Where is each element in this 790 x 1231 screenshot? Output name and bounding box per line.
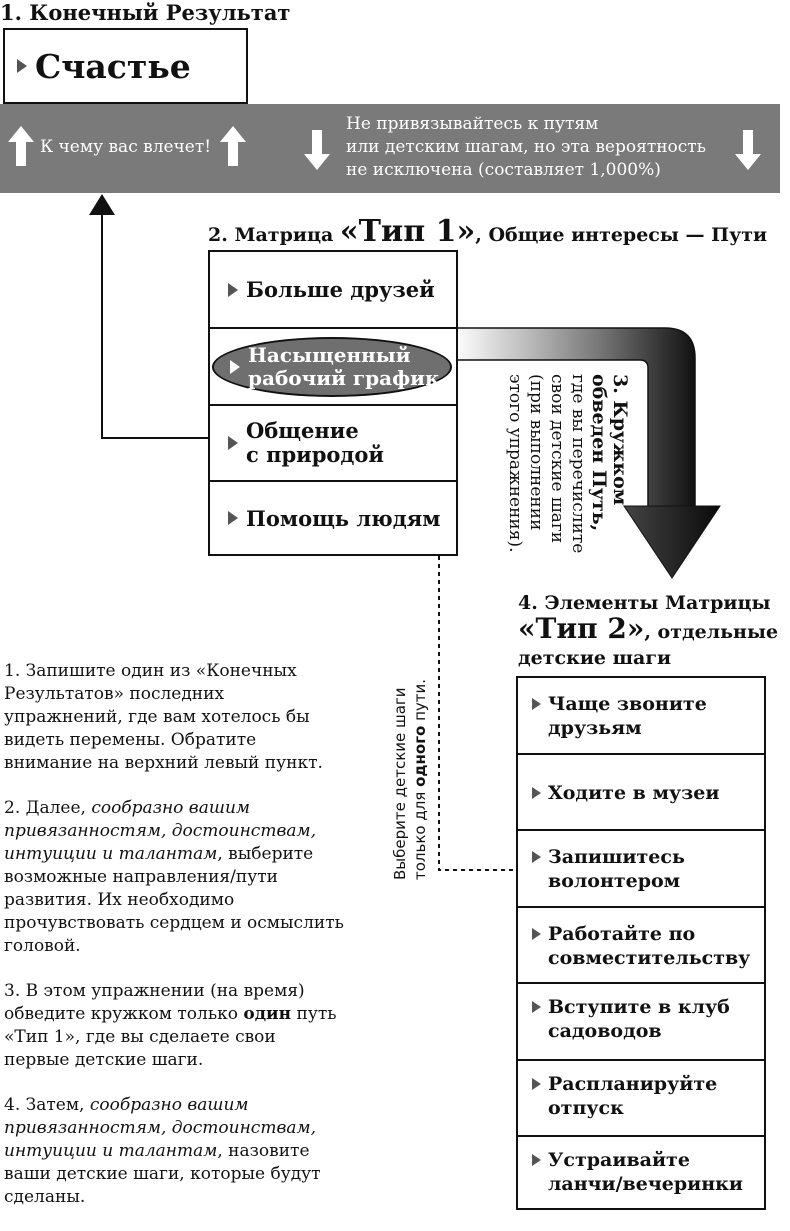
- triangle-bullet-icon: [532, 1078, 541, 1090]
- step2-title-big: «Тип 1»: [339, 214, 476, 249]
- step3-line4: этого упражнения).: [505, 374, 525, 553]
- banner-right-line2: или детским шагам, но эта вероятность: [346, 137, 706, 157]
- list-item-label-2: садоводов: [548, 1020, 662, 1042]
- instruction-3: 3. В этом упражнении (на время) обведите…: [4, 981, 337, 1070]
- triangle-bullet-icon: [532, 787, 541, 799]
- instruction-4: 4. Затем, сообразно вашим привязанностям…: [4, 1095, 321, 1207]
- step1-title: 1. Конечный Результат: [0, 0, 291, 25]
- list-item-label: Устраивайте: [548, 1149, 690, 1171]
- list-item-label-2: рабочий график: [248, 365, 440, 390]
- step2-title-suffix: , Общие интересы — Пути: [475, 224, 768, 246]
- arrow-up-icon: [8, 126, 34, 166]
- triangle-bullet-icon: [228, 511, 238, 525]
- list-item-label: Работайте по: [548, 923, 696, 945]
- step3-heading1: 3. Кружком: [609, 374, 631, 506]
- step3-line3: (при выполнении: [526, 374, 546, 531]
- triangle-bullet-icon: [532, 1154, 541, 1166]
- step4-title-line1: 4. Элементы Матрицы: [518, 592, 771, 614]
- list-item-label: Ходите в музеи: [548, 782, 720, 804]
- instructions: 1. Запишите один из «Конечных Результато…: [4, 660, 344, 1231]
- triangle-bullet-icon: [532, 928, 541, 940]
- dotted-note: Выберите детские шаги только для одного …: [390, 679, 430, 880]
- triangle-bullet-icon: [228, 282, 238, 297]
- list-item-label: Общение: [246, 418, 359, 443]
- type1-item-busy-schedule: Насыщенный рабочий график: [210, 329, 456, 406]
- triangle-bullet-icon: [532, 1001, 541, 1013]
- type1-matrix-list: Больше друзей Насыщенный рабочий график …: [208, 250, 458, 556]
- triangle-bullet-icon: [17, 59, 27, 73]
- type1-item-help-people: Помощь людям: [210, 482, 456, 554]
- list-item-label: Распланируйте: [548, 1073, 718, 1095]
- banner-right-line3: не исключена (составляет 1,000%): [346, 160, 661, 180]
- step3-line2: свои детские шаги: [547, 374, 567, 544]
- fat-bent-arrow: [454, 327, 721, 579]
- banner-right-line1: Не привязывайтесь к путям: [346, 114, 599, 134]
- step2-title-prefix: 2. Матрица: [208, 224, 340, 246]
- instruction-2: 2. Далее, сообразно вашим привязанностям…: [4, 798, 344, 956]
- step3-heading2: обведен Путь,: [588, 374, 610, 532]
- arrow-down-icon: [304, 130, 330, 170]
- list-item-label: Чаще звоните: [548, 693, 707, 715]
- triangle-bullet-icon: [230, 359, 240, 374]
- list-item-label: Запишитесь: [548, 846, 685, 868]
- selected-path-ellipse: [212, 337, 452, 397]
- arrow-up-icon: [220, 126, 246, 166]
- dotted-note-line2: только для одного пути.: [411, 678, 429, 880]
- guidance-banner: К чему вас влечет! Не привязывайтесь к п…: [0, 104, 780, 193]
- dotted-note-line1: Выберите детские шаги: [391, 687, 409, 880]
- step3-line1: где вы перечислите: [568, 374, 588, 554]
- triangle-bullet-icon: [532, 698, 541, 710]
- list-item-label-2: друзьям: [548, 717, 642, 739]
- triangle-bullet-icon: [228, 436, 238, 450]
- step3-annotation: 3. Кружком обведен Путь, где вы перечисл…: [504, 374, 631, 554]
- list-item-label-2: ланчи/вечеринки: [548, 1173, 743, 1195]
- feedback-arrow: [89, 194, 210, 439]
- step4-title-big: «Тип 2»: [518, 612, 645, 645]
- type1-item-nature: Общение с природой: [210, 406, 456, 482]
- step4-title-suffix: , отдельные: [644, 621, 779, 643]
- step4-title: 4. Элементы Матрицы «Тип 2», отдельные д…: [518, 590, 778, 671]
- type1-item-more-friends: Больше друзей: [210, 252, 456, 329]
- triangle-bullet-icon: [532, 851, 541, 863]
- list-item-label-2: отпуск: [548, 1097, 624, 1119]
- list-item-label: Больше друзей: [246, 277, 435, 302]
- result-box-label: Счастье: [35, 46, 191, 86]
- list-item-label-2: волонтером: [548, 870, 681, 892]
- dotted-connector: [438, 556, 518, 871]
- list-item-label: Вступите в клуб: [548, 996, 730, 1018]
- banner-left-text: К чему вас влечет!: [40, 137, 212, 157]
- result-box: Счастье: [3, 28, 248, 104]
- type2-item: Ходите в музеи: [518, 755, 764, 831]
- step2-title: 2. Матрица «Тип 1», Общие интересы — Пут…: [208, 214, 767, 249]
- arrow-down-icon: [735, 130, 761, 170]
- list-item-label-2: с природой: [246, 442, 384, 467]
- list-item-label: Помощь людям: [246, 505, 441, 531]
- list-item-label: Насыщенный: [248, 342, 411, 367]
- list-item-label-2: совместительству: [548, 947, 751, 969]
- step4-title-line3: детские шаги: [518, 647, 672, 669]
- instruction-1: 1. Запишите один из «Конечных Результато…: [4, 661, 323, 773]
